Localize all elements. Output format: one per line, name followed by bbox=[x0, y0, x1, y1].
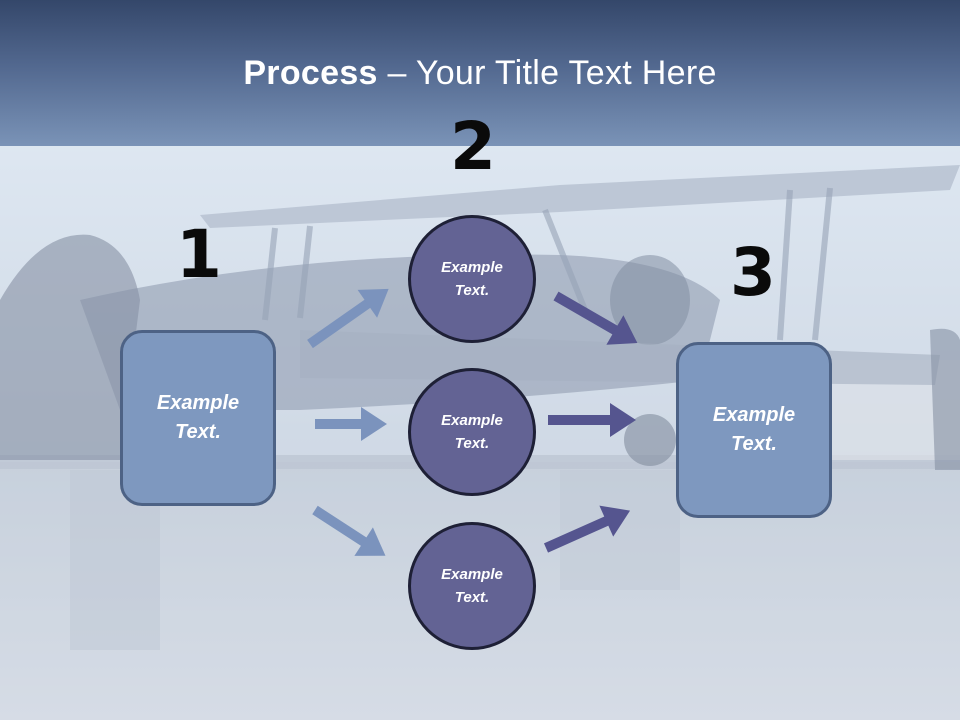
step-2-circle-middle: Example Text. bbox=[408, 368, 536, 496]
step-1-text: Example Text. bbox=[156, 392, 240, 443]
arrow-to-bottom bbox=[312, 505, 386, 556]
title-bold: Process bbox=[243, 54, 378, 92]
slide-title: Process – Your Title Text Here bbox=[0, 54, 960, 93]
arrow-from-bottom bbox=[543, 505, 631, 553]
arrow-from-top bbox=[553, 291, 638, 345]
circle-middle-text: Example Text. bbox=[441, 411, 503, 452]
step-number-3: 3 bbox=[730, 234, 776, 311]
arrow-to-top bbox=[307, 288, 389, 349]
step-number-2: 2 bbox=[450, 108, 496, 185]
step-3-box: Example Text. bbox=[676, 342, 832, 518]
title-bar bbox=[0, 0, 960, 146]
circle-top-text: Example Text. bbox=[441, 258, 503, 299]
title-rest: – Your Title Text Here bbox=[377, 54, 717, 92]
step-2-circle-top: Example Text. bbox=[408, 215, 536, 343]
step-number-1: 1 bbox=[176, 216, 222, 293]
arrow-to-middle bbox=[315, 407, 387, 441]
arrow-from-middle bbox=[548, 403, 636, 437]
step-1-box: Example Text. bbox=[120, 330, 276, 506]
step-3-text: Example Text. bbox=[712, 404, 796, 455]
step-2-circle-bottom: Example Text. bbox=[408, 522, 536, 650]
circle-bottom-text: Example Text. bbox=[441, 565, 503, 606]
